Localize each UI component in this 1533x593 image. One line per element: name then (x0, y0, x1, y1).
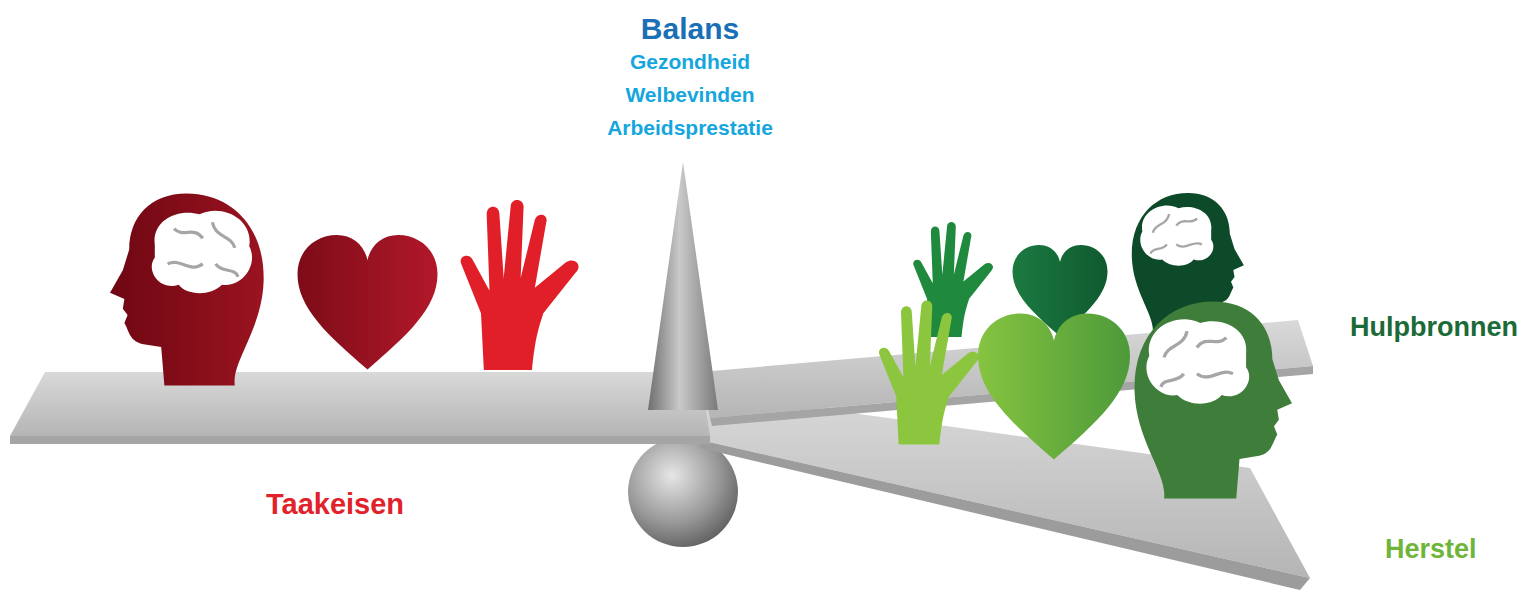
side-label: Herstel (1385, 535, 1477, 565)
balance-heading: Balans (641, 12, 739, 45)
outcome-label: Welbevinden (625, 83, 754, 106)
side-label: Taakeisen (266, 489, 404, 521)
side-label: Hulpbronnen (1350, 313, 1518, 343)
outcome-label: Gezondheid (630, 50, 750, 73)
outcome-label: Arbeidsprestatie (607, 116, 773, 139)
